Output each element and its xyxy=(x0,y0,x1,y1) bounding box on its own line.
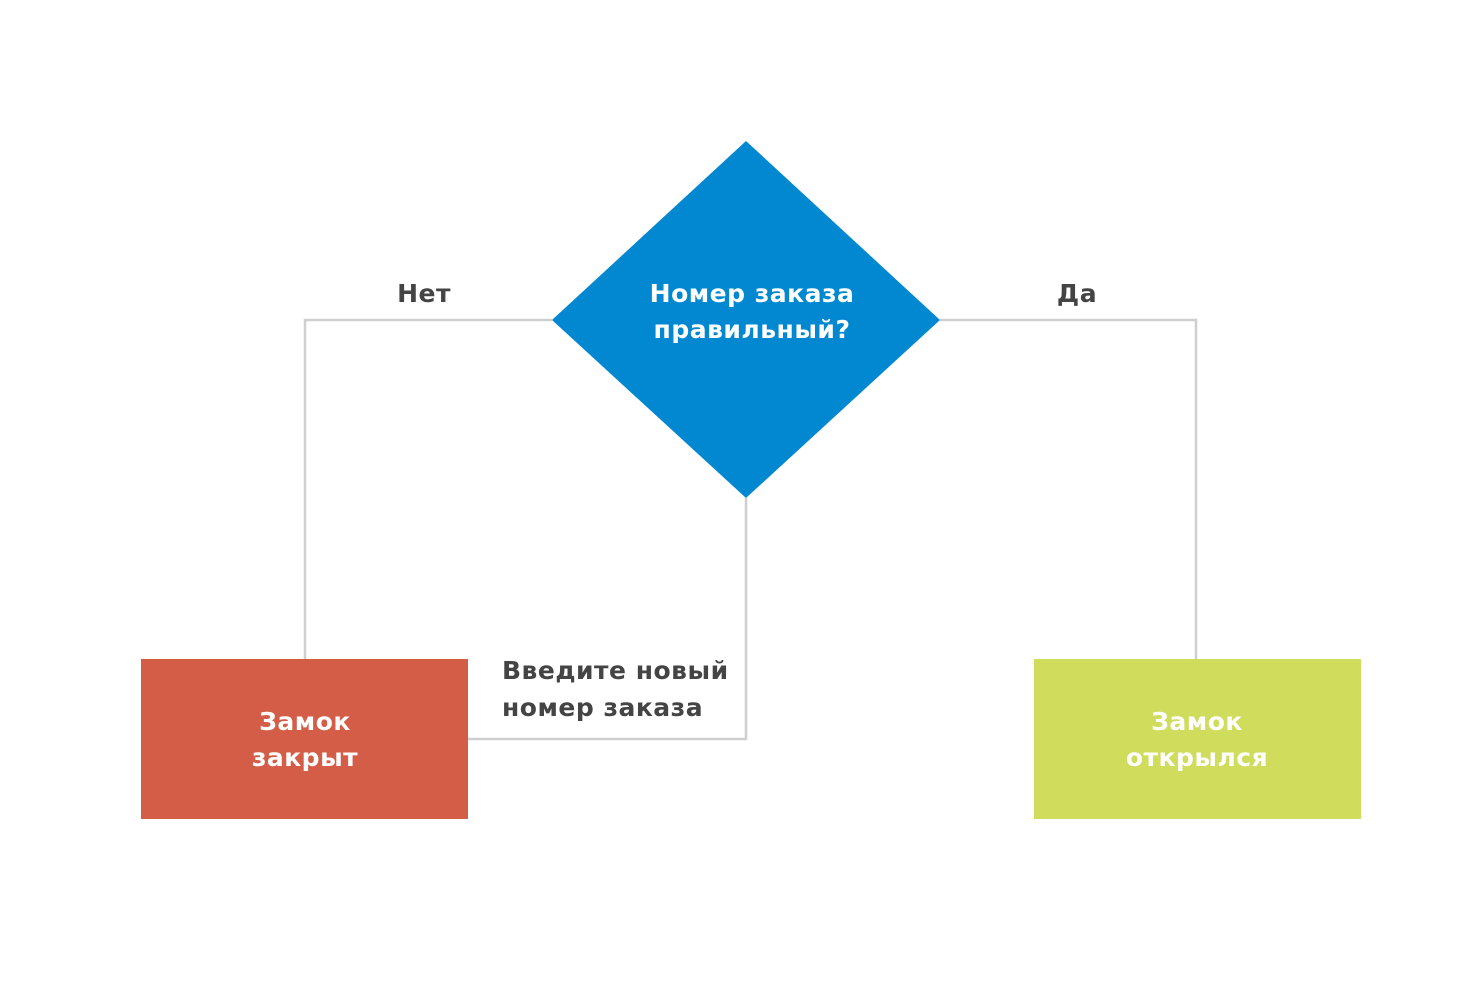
connector-no xyxy=(303,318,552,659)
decision-diamond xyxy=(552,141,940,498)
decision-label-line1: Номер заказа xyxy=(650,279,855,308)
edge-label-no: Нет xyxy=(397,279,451,308)
node-lock-opened xyxy=(1034,659,1361,819)
edge-label-retry-line1: Введите новый xyxy=(502,656,729,685)
node-lock-closed-line2: закрыт xyxy=(252,743,358,772)
node-lock-closed xyxy=(141,659,468,819)
edge-label-yes: Да xyxy=(1057,279,1097,308)
edge-label-retry-line2: номер заказа xyxy=(502,693,703,722)
node-lock-opened-line1: Замок xyxy=(1151,707,1243,736)
node-lock-closed-line1: Замок xyxy=(259,707,351,736)
connector-yes xyxy=(940,318,1198,659)
decision-label-line2: правильный? xyxy=(654,315,851,344)
connector-retry xyxy=(468,498,748,741)
node-lock-opened-line2: открылся xyxy=(1126,743,1268,772)
